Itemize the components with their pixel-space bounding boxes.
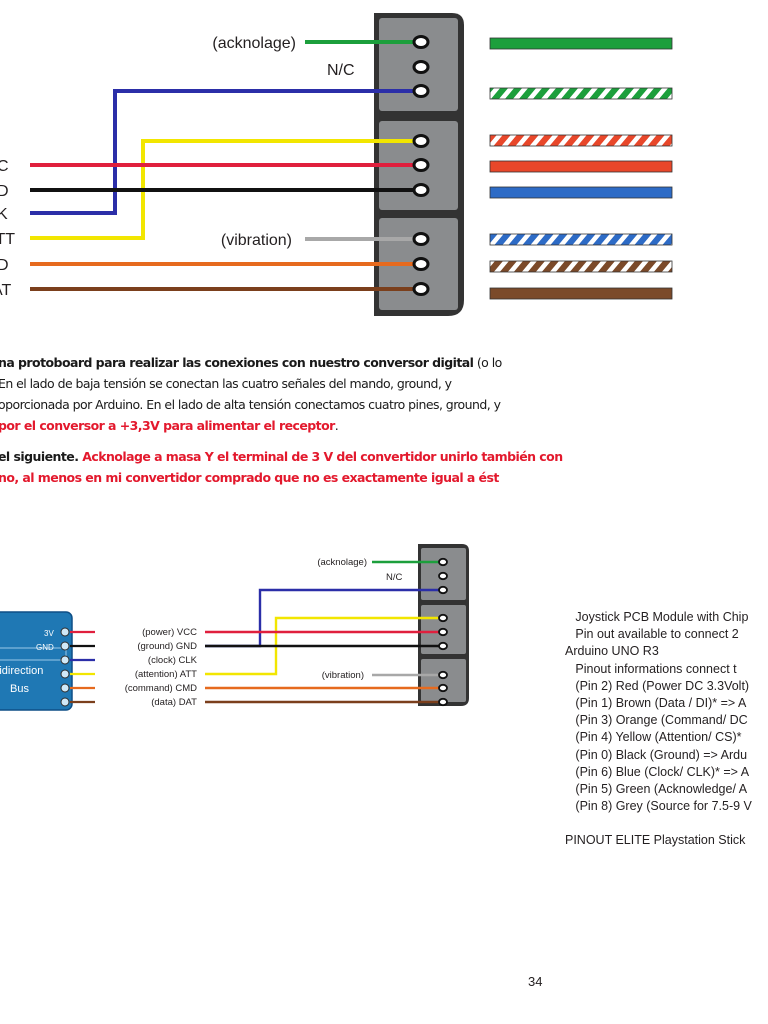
label-clock-clk: (clock) CLK: [148, 655, 198, 666]
note-line: Joystick PCB Module with Chip: [565, 610, 749, 624]
board-label-bus: Bus: [10, 683, 29, 695]
text-line-1: na protoboard para realizar las conexion…: [0, 355, 502, 370]
text-line-4: por el conversor a +3,3V para alimentar …: [0, 418, 339, 433]
logic-level-converter-board: 3V GND Bidirection Bus: [0, 611, 73, 711]
note-line: (Pin 6) Blue (Clock/ CLK)* => A: [565, 764, 750, 779]
spanish-instructions: na protoboard para realizar las conexion…: [0, 352, 768, 488]
text-line-6: no, al menos en mi convertidor comprado …: [0, 470, 499, 485]
board-label-3v: 3V: [44, 629, 54, 638]
note-line: (Pin 1) Brown (Data / DI)* => A: [565, 695, 747, 710]
board-label-bidirection: Bidirection: [0, 665, 43, 677]
note-line: (Pin 0) Black (Ground) => Ardu: [565, 747, 748, 762]
note-line: (Pin 5) Green (Acknowledge/ A: [565, 781, 748, 796]
board-wires: [70, 630, 95, 704]
swatch-red-solid: [489, 160, 673, 173]
label-command-cmd: (command) CMD: [125, 683, 197, 694]
note-line: Pinout informations connect t: [565, 661, 737, 676]
swatch-brown-stripe: [489, 260, 673, 273]
label-acknolage-small: (acknolage): [317, 557, 367, 568]
connector-pins: [412, 35, 430, 296]
text-line-5: el siguiente. Acknolage a masa Y el term…: [0, 449, 563, 464]
label-attention-att: (attention) ATT: [135, 669, 197, 680]
text-line-2: En el lado de baja tensión se conectan l…: [0, 376, 452, 391]
label-vibration-small: (vibration): [322, 670, 364, 681]
swatch-blue-solid: [489, 186, 673, 199]
label-nc: N/C: [327, 62, 355, 79]
note-line: (Pin 3) Orange (Command/ DC: [565, 713, 748, 728]
blue-wire: [30, 89, 420, 215]
wires: [30, 40, 420, 291]
connector-plug-small: [418, 544, 469, 706]
note-line: Arduino UNO R3: [565, 644, 659, 659]
swatch-blue-stripe: [489, 233, 673, 246]
left-label-dat: AT: [0, 282, 11, 299]
controller-pinout-diagram: (acknolage) N/C (vibration) C D K ATT D …: [0, 13, 673, 316]
text-line-3: oporcionada por Arduino. En el lado de a…: [0, 397, 501, 412]
wires-small: [205, 560, 443, 704]
swatch-green-stripe: [489, 87, 673, 100]
left-label-gnd: D: [0, 183, 9, 200]
label-nc-small: N/C: [386, 572, 403, 583]
wire-color-legend: [489, 37, 673, 300]
left-label-clk: K: [0, 206, 8, 223]
label-power-vcc: (power) VCC: [142, 627, 197, 638]
left-label-vcc: C: [0, 158, 9, 175]
note-line: (Pin 4) Yellow (Attention/ CS)*: [565, 730, 742, 745]
note-line: (Pin 2) Red (Power DC 3.3Volt): [565, 678, 750, 693]
note-line: Pin out available to connect 2: [565, 627, 739, 642]
left-label-cmd: D: [0, 257, 9, 274]
label-ground-gnd: (ground) GND: [137, 641, 197, 652]
label-data-dat: (data) DAT: [151, 697, 197, 708]
label-acknolage: (acknolage): [212, 35, 296, 52]
connector-pins-small: [438, 557, 448, 707]
swatch-green-solid: [489, 37, 673, 50]
left-pin-labels: C D K ATT D AT: [0, 158, 15, 299]
page-number: 34: [528, 974, 543, 989]
note-line: PINOUT ELITE Playstation Stick: [565, 833, 746, 848]
label-vibration: (vibration): [221, 232, 292, 249]
swatch-red-stripe: [489, 134, 673, 147]
note-line: (Pin 8) Grey (Source for 7.5-9 V: [565, 799, 752, 814]
left-label-att: ATT: [0, 231, 15, 248]
board-label-gnd: GND: [36, 643, 54, 652]
note-line: [565, 815, 768, 832]
level-converter-diagram: 3V GND Bidirection Bus: [0, 544, 469, 711]
text-line-gap: [0, 436, 768, 446]
pin-function-labels: (power) VCC (ground) GND (clock) CLK (at…: [125, 627, 198, 708]
swatch-brown-solid: [489, 287, 673, 300]
pinout-notes: Joystick PCB Module with Chip Pin out av…: [565, 609, 768, 850]
